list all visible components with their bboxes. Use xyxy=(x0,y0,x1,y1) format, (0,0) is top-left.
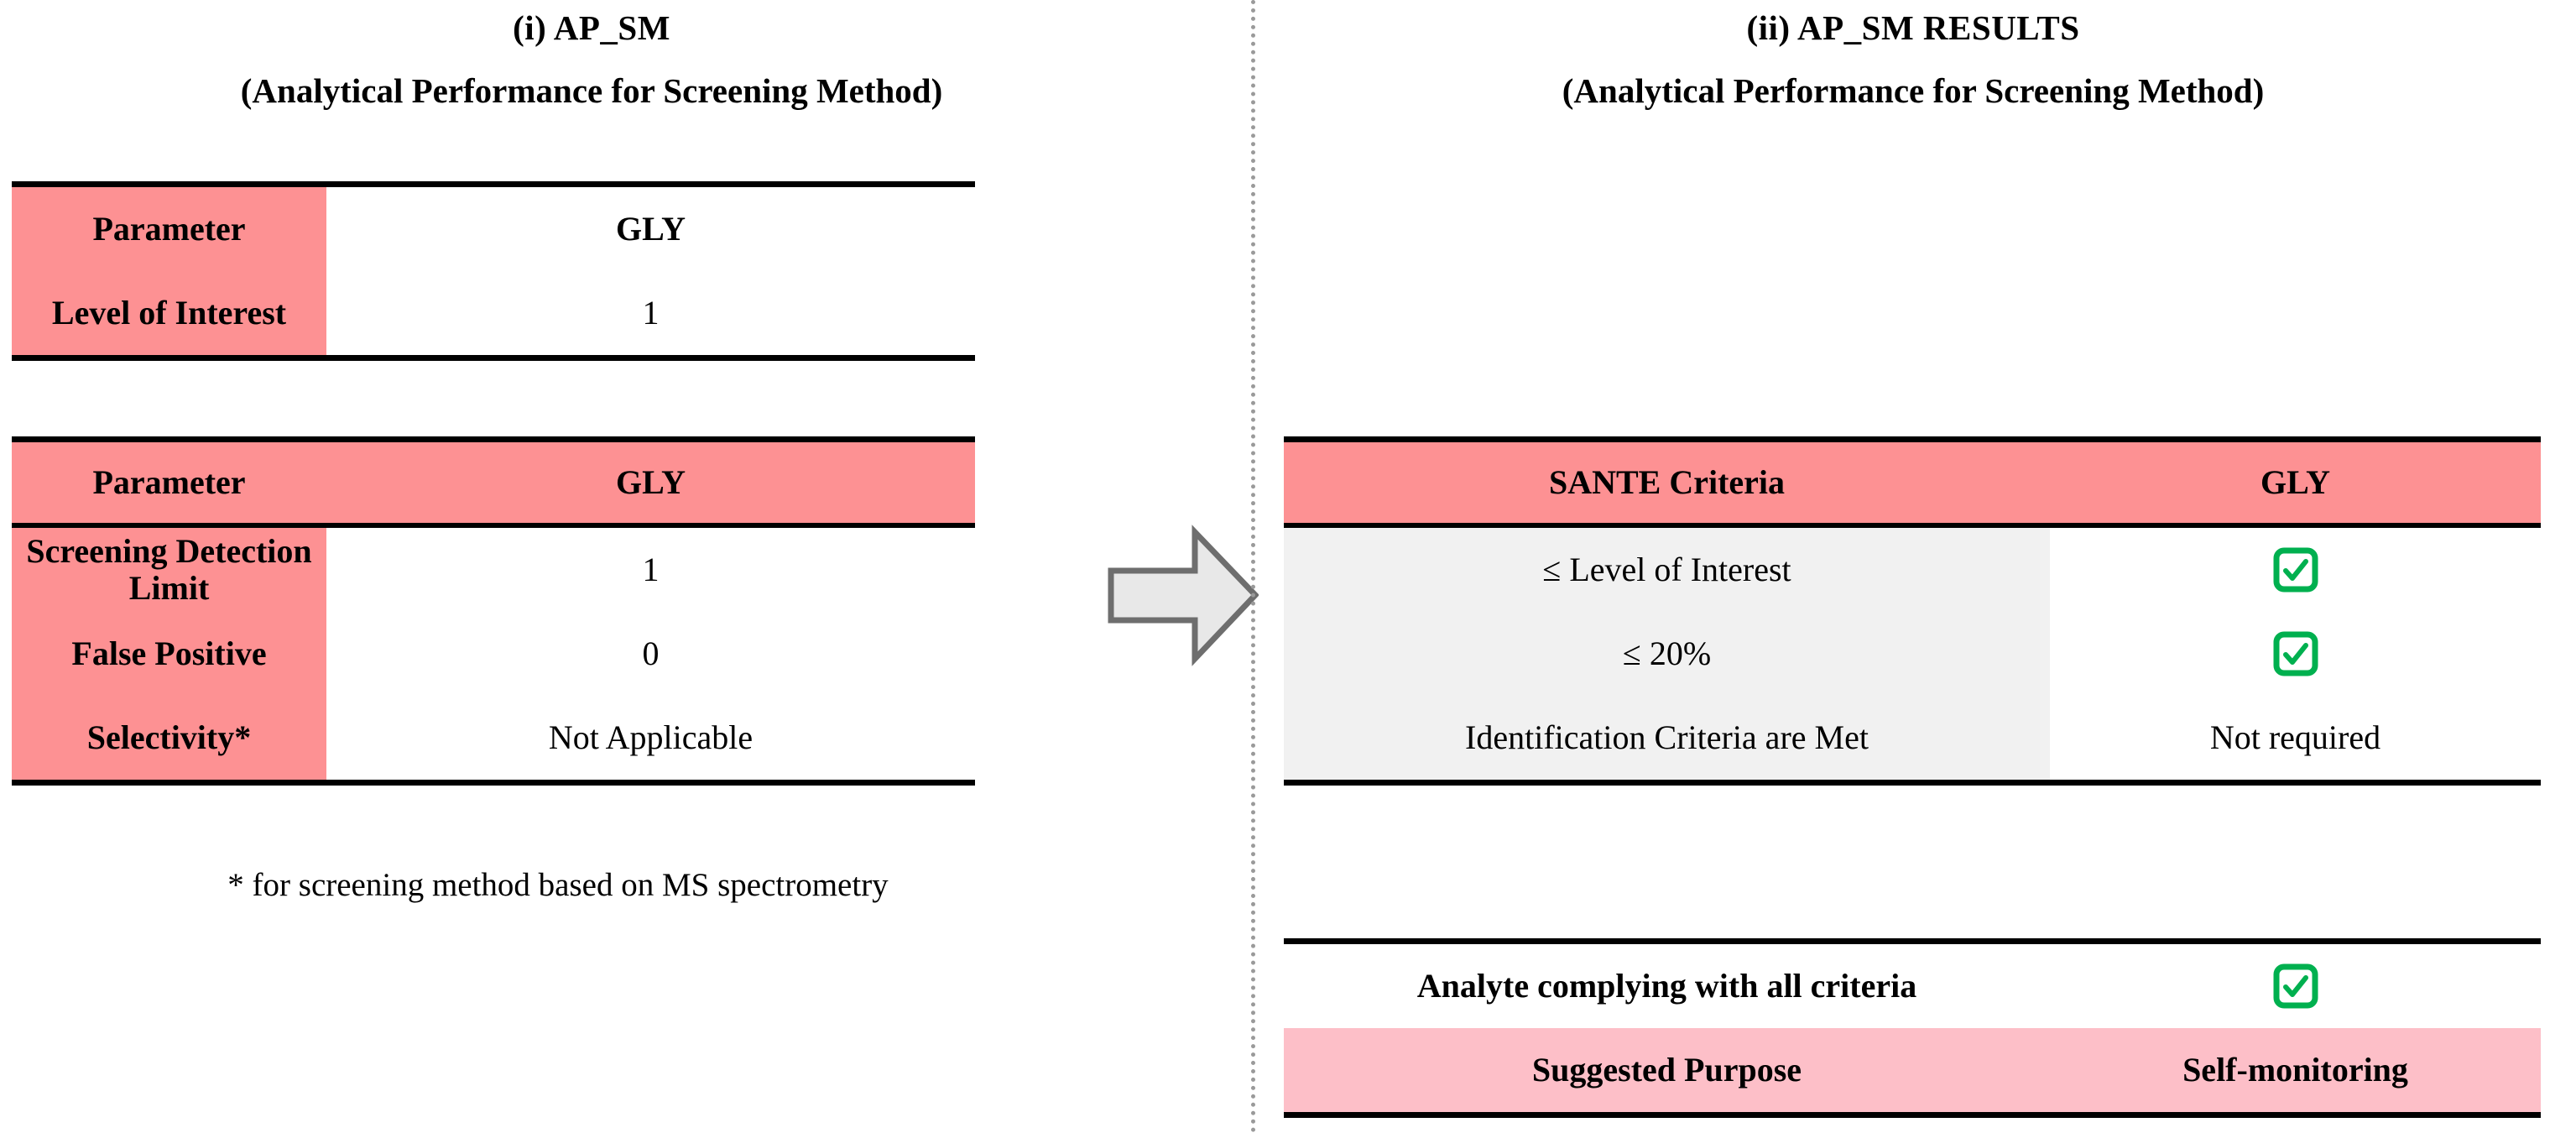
row-label-level-of-interest: Level of Interest xyxy=(12,271,326,358)
right-heading-line2: (Analytical Performance for Screening Me… xyxy=(1562,71,2265,111)
table-verdict: Analyte complying with all criteria Sugg… xyxy=(1284,938,2541,1118)
row-label-selectivity: Selectivity* xyxy=(12,696,326,783)
table-row: Level of Interest 1 xyxy=(12,271,975,358)
left-heading-line2: (Analytical Performance for Screening Me… xyxy=(240,71,943,111)
table-row: Suggested Purpose Self-monitoring xyxy=(1284,1028,2541,1115)
green-check-icon xyxy=(2273,631,2318,676)
criterion-value-identification-criteria: Not required xyxy=(2209,718,2381,756)
right-panel: (ii) AP_SM RESULTS (Analytical Performan… xyxy=(1254,0,2576,1133)
criterion-twenty-percent: ≤ 20% xyxy=(1284,612,2050,696)
table-row-header: SANTE Criteria GLY xyxy=(1284,439,2541,525)
column-header-parameter: Parameter xyxy=(12,184,326,271)
right-heading-line1: (ii) AP_SM RESULTS xyxy=(1746,8,2080,47)
table-sante-criteria: SANTE Criteria GLY ≤ Level of Interest ≤… xyxy=(1284,436,2541,786)
column-header-parameter: Parameter xyxy=(12,439,326,525)
row-value-level-of-interest: 1 xyxy=(642,294,660,332)
table-level-of-interest: Parameter GLY Level of Interest 1 xyxy=(12,181,975,361)
left-panel-heading: (i) AP_SM (Analytical Performance for Sc… xyxy=(0,7,1183,113)
criterion-level-of-interest: ≤ Level of Interest xyxy=(1284,525,2050,612)
left-panel: (i) AP_SM (Analytical Performance for Sc… xyxy=(0,0,1253,1133)
row-value-suggested-purpose: Self-monitoring xyxy=(2050,1028,2541,1115)
row-value-false-positive: 0 xyxy=(642,634,660,672)
criterion-value-twenty-percent xyxy=(2050,612,2541,696)
column-header-gly: GLY xyxy=(615,210,686,248)
criterion-value-level-of-interest xyxy=(2050,525,2541,612)
column-header-gly: GLY xyxy=(326,439,975,525)
footnote-text: * for screening method based on MS spect… xyxy=(227,867,889,903)
table-row: Screening Detection Limit 1 xyxy=(12,525,975,612)
row-label-suggested-purpose: Suggested Purpose xyxy=(1284,1028,2050,1115)
table-row-header: Parameter GLY xyxy=(12,184,975,271)
right-arrow-icon xyxy=(1108,522,1259,669)
vertical-dotted-divider xyxy=(1251,0,1255,1133)
row-label-false-positive: False Positive xyxy=(12,612,326,696)
left-heading-line1: (i) AP_SM xyxy=(513,8,670,47)
column-header-gly: GLY xyxy=(2050,439,2541,525)
table-row: Identification Criteria are Met Not requ… xyxy=(1284,696,2541,783)
row-label-analyte-complying: Analyte complying with all criteria xyxy=(1416,967,1917,1005)
table-row: Analyte complying with all criteria xyxy=(1284,941,2541,1029)
row-value-selectivity: Not Applicable xyxy=(548,718,754,756)
green-check-icon xyxy=(2273,963,2318,1009)
table-row: False Positive 0 xyxy=(12,612,975,696)
right-panel-heading: (ii) AP_SM RESULTS (Analytical Performan… xyxy=(1254,7,2572,113)
column-header-sante-criteria: SANTE Criteria xyxy=(1284,439,2050,525)
green-check-icon xyxy=(2273,547,2318,593)
row-value-analyte-complying xyxy=(2050,942,2541,1029)
criterion-identification-criteria: Identification Criteria are Met xyxy=(1284,696,2050,783)
row-value-screening-detection-limit: 1 xyxy=(642,551,660,588)
row-label-screening-detection-limit: Screening Detection Limit xyxy=(12,525,326,612)
table-row: ≤ Level of Interest xyxy=(1284,525,2541,612)
table-row: Selectivity* Not Applicable xyxy=(12,696,975,783)
table-row: ≤ 20% xyxy=(1284,612,2541,696)
table-row-header: Parameter GLY xyxy=(12,439,975,525)
table-parameters: Parameter GLY Screening Detection Limit … xyxy=(12,436,975,786)
